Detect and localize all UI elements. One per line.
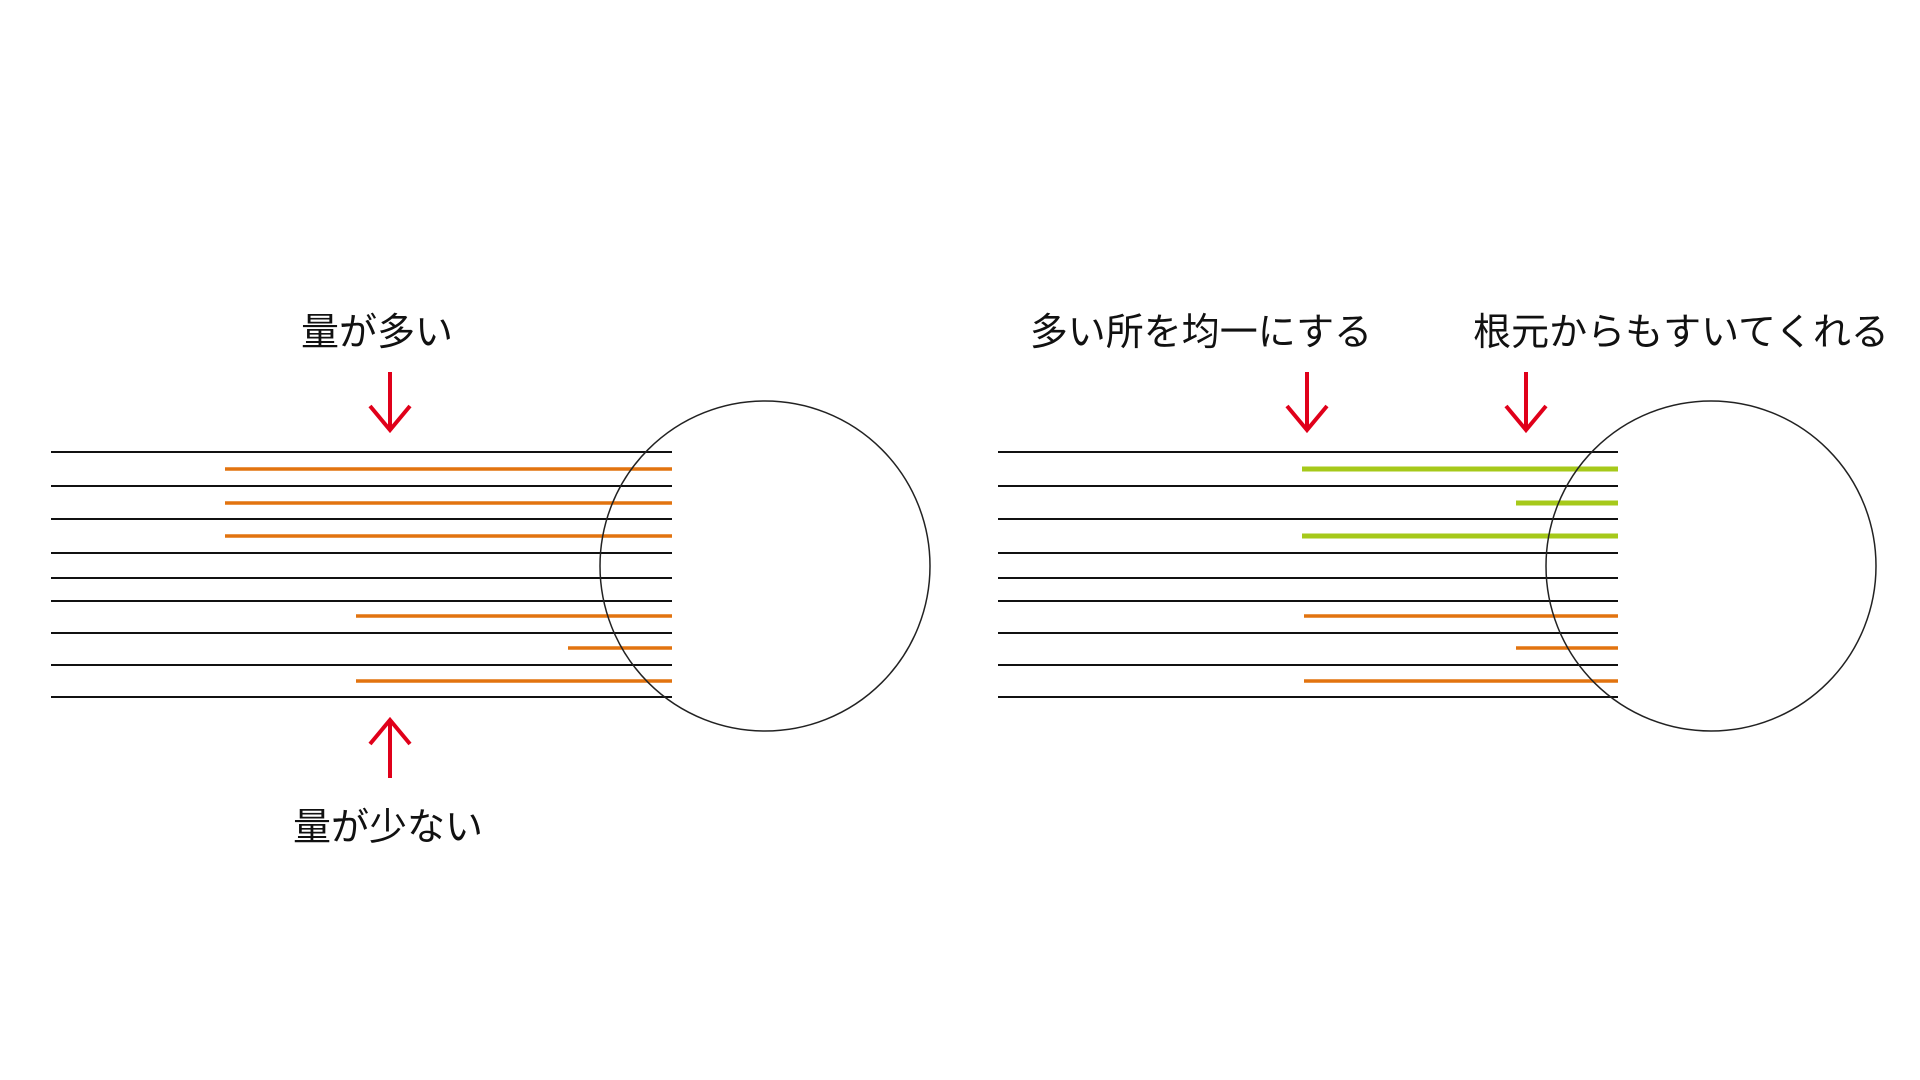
label-volume-high: 量が多い	[301, 310, 453, 354]
left-strands	[51, 451, 672, 698]
arrow-down-icon	[1285, 372, 1329, 434]
right-green-strands	[1302, 466, 1618, 539]
arrow-up-icon	[368, 716, 412, 778]
right-orange-strands	[1304, 614, 1618, 683]
arrow-down-icon	[368, 372, 412, 434]
arrow-down-icon	[1504, 372, 1548, 434]
label-volume-low: 量が少ない	[293, 805, 483, 849]
label-even-out: 多い所を均一にする	[1030, 310, 1372, 354]
left-head-circle	[599, 400, 931, 732]
label-thin-from-root: 根元からもすいてくれる	[1473, 310, 1889, 354]
right-head-circle	[1545, 400, 1877, 732]
right-strands	[998, 451, 1618, 698]
right-panel: 多い所を均一にする 根元からもすいてくれる	[998, 310, 1889, 732]
left-thinned-strands	[225, 467, 672, 683]
left-panel: 量が多い 量が少ない	[51, 310, 931, 849]
